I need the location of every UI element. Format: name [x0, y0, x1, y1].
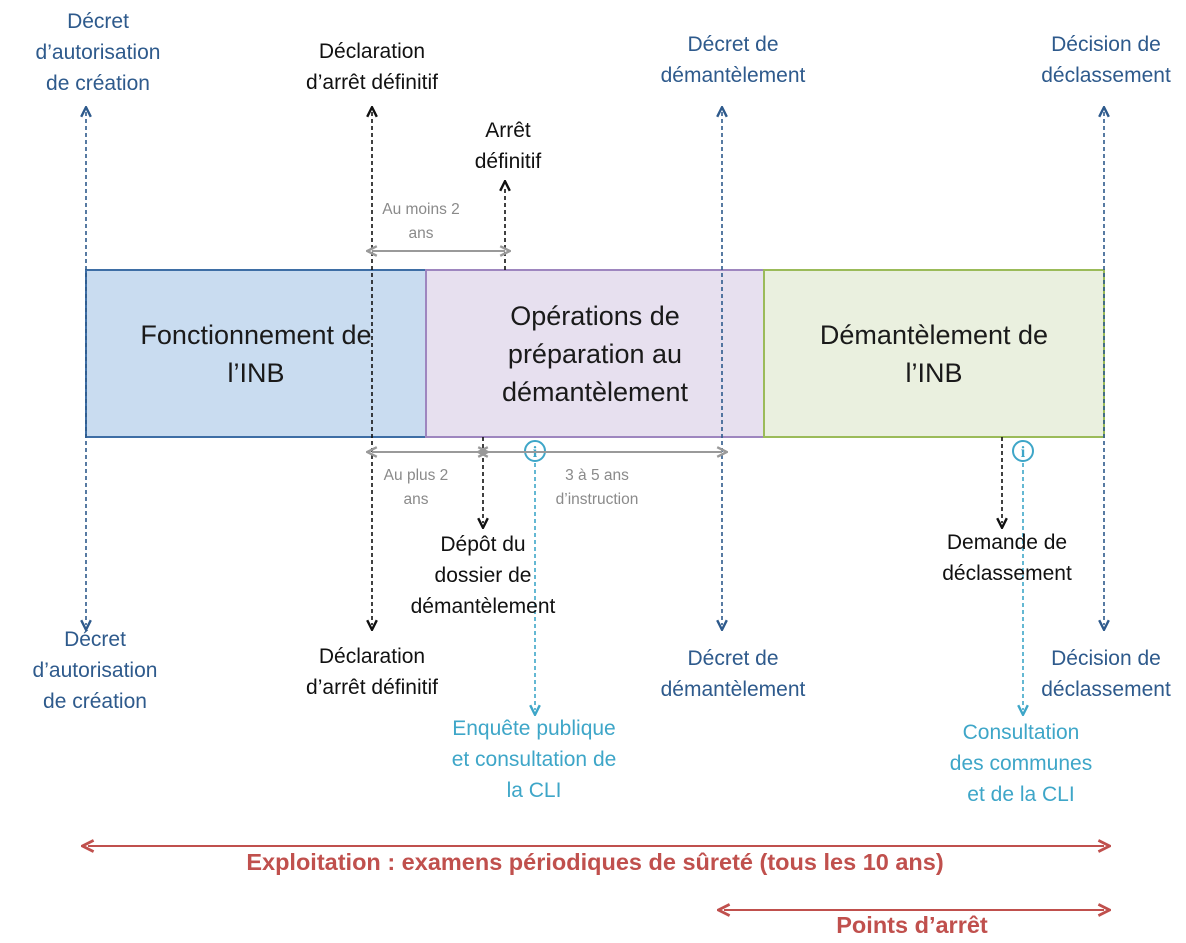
label-line: définitif [474, 150, 542, 173]
label-line: Décret [64, 628, 126, 651]
label-line: déclassement [1041, 64, 1171, 87]
label-enquete-publique: Enquête publique et consultation de la C… [452, 713, 617, 806]
label-decret-demantelement-bottom: Décret de démantèlement [661, 643, 806, 705]
phase-label-line: Démantèlement de [819, 319, 1049, 350]
duration-line: 3 à 5 ans [565, 467, 629, 484]
label-line: Demande de [946, 531, 1068, 554]
label-decret-demantelement-top: Décret de démantèlement [661, 29, 806, 91]
label-line: déclassement [942, 562, 1072, 585]
duration-line: Au plus 2 [383, 467, 449, 484]
label-line: démantèlement [410, 595, 556, 618]
phase-label-line: démantèlement [501, 376, 689, 407]
phase-label-line: préparation au [507, 338, 683, 369]
label-line: et consultation de [451, 748, 617, 771]
label-line: déclassement [1041, 678, 1171, 701]
label-demande-declassement: Demande de déclassement [942, 527, 1072, 589]
phase-box-demantelement [763, 269, 1105, 438]
phase-label-line: l’INB [227, 357, 285, 388]
label-line: d’arrêt définitif [306, 676, 438, 699]
label-decision-declassement-top: Décision de déclassement [1041, 29, 1171, 91]
label-line: Consultation [962, 721, 1080, 744]
label-line: dossier de [434, 564, 532, 587]
label-decret-creation-top: Décret d’autorisation de création [36, 6, 161, 99]
label-line: de création [46, 72, 150, 95]
label-line: des communes [949, 752, 1093, 775]
label-line: et de la CLI [967, 783, 1075, 806]
duration-line: ans [403, 491, 429, 508]
label-line: Décret [67, 10, 129, 33]
info-icon: i [1012, 440, 1034, 462]
phase-label-line: Fonctionnement de [140, 319, 372, 350]
label-decision-declassement-bottom: Décision de déclassement [1041, 643, 1171, 705]
label-line: d’autorisation [35, 41, 161, 64]
duration-label-au-moins: Au moins 2 ans [382, 198, 460, 246]
duration-line: ans [408, 225, 434, 242]
duration-line: d’instruction [555, 491, 639, 508]
duration-label-au-plus: Au plus 2 ans [384, 464, 449, 512]
label-depot-dossier: Dépôt du dossier de démantèlement [411, 529, 556, 622]
label-consultation-communes: Consultation des communes et de la CLI [950, 717, 1092, 810]
label-declaration-arret-bottom: Déclaration d’arrêt définitif [306, 641, 438, 703]
info-icon-glyph: i [1021, 444, 1026, 461]
label-line: Dépôt du [440, 533, 526, 556]
label-line: Décision de [1051, 647, 1161, 670]
phase-label-line: Opérations de [510, 300, 680, 331]
duration-label-instruction: 3 à 5 ans d’instruction [556, 464, 639, 512]
duration-line: Au moins 2 [382, 201, 460, 218]
phase-demantelement: Démantèlement de l’INB [764, 270, 1104, 437]
label-line: Décret de [687, 33, 779, 56]
phase-label-line: l’INB [905, 357, 963, 388]
label-line: démantèlement [660, 64, 806, 87]
label-declaration-arret-top: Déclaration d’arrêt définitif [306, 36, 438, 98]
label-line: d’arrêt définitif [306, 71, 438, 94]
phase-fonctionnement: Fonctionnement de l’INB [86, 270, 426, 437]
label-line: Enquête publique [452, 717, 616, 740]
label-line: Déclaration [318, 645, 426, 668]
label-line: Déclaration [318, 40, 426, 63]
span-label-exploitation: Exploitation : examens périodiques de sû… [246, 849, 944, 875]
label-line: démantèlement [660, 678, 806, 701]
label-decret-creation-bottom: Décret d’autorisation de création [33, 624, 158, 717]
label-arret-definitif: Arrêt définitif [475, 115, 542, 177]
label-line: Décision de [1051, 33, 1161, 56]
label-line: la CLI [506, 779, 562, 802]
label-line: de création [43, 690, 147, 713]
span-label-points-arret: Points d’arrêt [836, 912, 988, 938]
phase-preparation: Opérations de préparation au démantèlement [426, 270, 764, 437]
phase-box-preparation [425, 269, 765, 438]
label-line: Décret de [687, 647, 779, 670]
label-line: Arrêt [485, 119, 531, 142]
label-line: d’autorisation [32, 659, 158, 682]
